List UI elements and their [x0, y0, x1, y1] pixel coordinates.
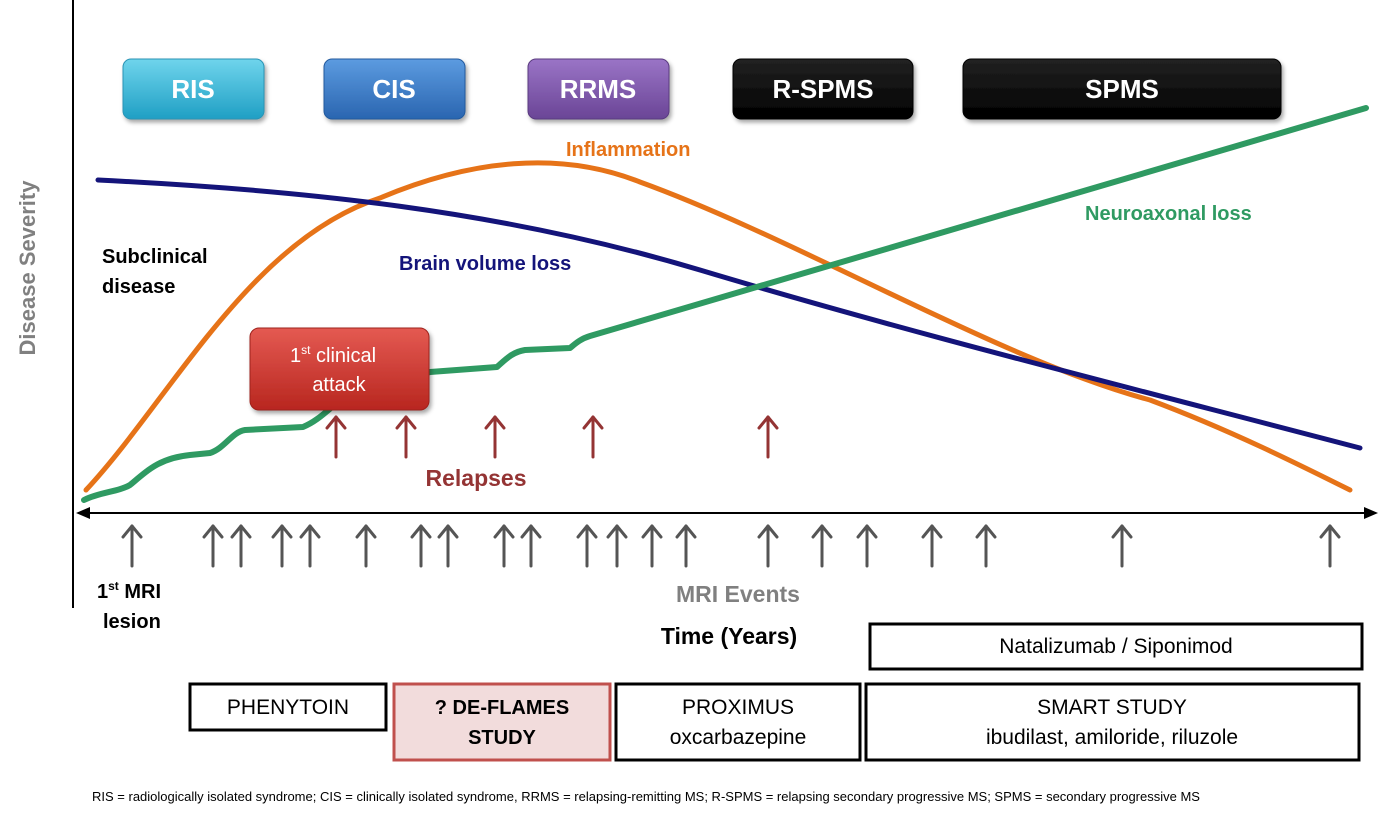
mri-arrow [493, 524, 515, 568]
trial-box-deflames: ? DE-FLAMES STUDY [392, 682, 612, 762]
mri-arrow [576, 524, 598, 568]
clinical-attack-line1: 1st clinical [290, 343, 376, 367]
mri-arrow [1319, 524, 1341, 568]
trial-box-proximus: PROXIMUS oxcarbazepine [614, 682, 862, 762]
subclinical-line2: disease [102, 276, 175, 298]
y-axis-label: Disease Severity [15, 180, 40, 356]
mri-arrow [410, 524, 432, 568]
relapse-arrow [582, 415, 604, 459]
clinical-attack-box: 1st clinical attack [249, 327, 430, 411]
first-mri-lesion-line2: lesion [103, 611, 161, 633]
mri-arrow [299, 524, 321, 568]
phase-label-cis: CIS [372, 74, 415, 104]
mri-arrow [121, 524, 143, 568]
trial-label-natalizumab: Natalizumab / Siponimod [999, 635, 1232, 658]
phase-box-ris: RIS [122, 58, 265, 120]
phase-box-rrms: RRMS [527, 58, 670, 120]
phase-box-spms: SPMS [962, 58, 1282, 120]
mri-arrow [437, 524, 459, 568]
clinical-attack-line2: attack [312, 374, 366, 396]
trial-box-smart: SMART STUDY ibudilast, amiloride, riluzo… [864, 682, 1361, 762]
phase-label-spms: SPMS [1085, 74, 1159, 104]
inflammation-curve [83, 160, 1353, 493]
mri-arrow [975, 524, 997, 568]
mri-arrow [921, 524, 943, 568]
mri-arrow [355, 524, 377, 568]
relapse-arrows [325, 415, 779, 459]
mri-arrow [1111, 524, 1133, 568]
mri-arrow [641, 524, 663, 568]
mri-arrow [606, 524, 628, 568]
footnote: RIS = radiologically isolated syndrome; … [92, 789, 1200, 804]
phase-box-cis: CIS [323, 58, 466, 120]
trial-label-deflames-line2: STUDY [468, 727, 536, 749]
mri-event-arrows [121, 524, 1341, 568]
x-axis-right-arrow [1364, 507, 1378, 519]
relapse-arrow [484, 415, 506, 459]
brain-volume-loss-curve [95, 177, 1363, 451]
mri-arrow [757, 524, 779, 568]
trial-label-smart-line2: ibudilast, amiloride, riluzole [986, 726, 1238, 749]
trial-box-phenytoin: PHENYTOIN [188, 682, 388, 732]
inflammation-label: Inflammation [566, 139, 690, 161]
neuroaxonal-loss-label: Neuroaxonal loss [1085, 203, 1252, 225]
trial-label-smart-line1: SMART STUDY [1037, 696, 1187, 719]
relapse-arrow [325, 415, 347, 459]
mri-arrow [675, 524, 697, 568]
relapses-label: Relapses [425, 465, 526, 491]
mri-arrow [520, 524, 542, 568]
trial-box-natalizumab: Natalizumab / Siponimod [868, 622, 1364, 671]
trial-label-proximus-line2: oxcarbazepine [670, 726, 807, 749]
relapse-arrow [395, 415, 417, 459]
mri-arrow [202, 524, 224, 568]
subclinical-line1: Subclinical [102, 246, 208, 268]
first-mri-lesion-line1: 1st MRI [97, 579, 161, 603]
x-axis-left-arrow [76, 507, 90, 519]
mri-events-label: MRI Events [676, 581, 800, 607]
phase-label-rspms: R-SPMS [772, 74, 873, 104]
phase-box-rspms: R-SPMS [732, 58, 914, 120]
mri-arrow [271, 524, 293, 568]
mri-arrow [230, 524, 252, 568]
mri-arrow [811, 524, 833, 568]
phase-label-rrms: RRMS [560, 74, 637, 104]
phase-label-ris: RIS [171, 74, 214, 104]
x-axis-label: Time (Years) [661, 623, 797, 649]
brain-volume-loss-label: Brain volume loss [399, 253, 571, 275]
trial-label-deflames-line1: ? DE-FLAMES [435, 697, 569, 719]
trial-label-proximus-line1: PROXIMUS [682, 696, 794, 719]
relapse-arrow [757, 415, 779, 459]
mri-arrow [856, 524, 878, 568]
neuroaxonal-loss-curve [81, 105, 1369, 503]
trial-label-phenytoin: PHENYTOIN [227, 696, 349, 719]
